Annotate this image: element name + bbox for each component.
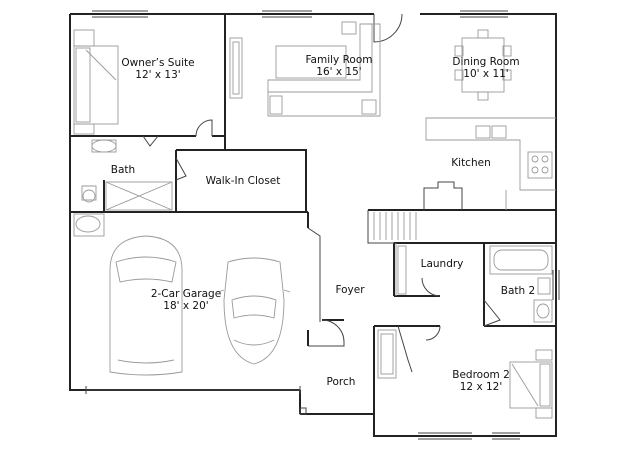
interior-walls bbox=[70, 14, 556, 415]
family-room-label: Family Room 16' x 15' bbox=[305, 54, 372, 78]
owners-suite-name: Owner’s Suite bbox=[121, 57, 195, 69]
garage-label: 2-Car Garage 18' x 20' bbox=[151, 288, 221, 312]
exterior-walls bbox=[69, 13, 557, 437]
dining-room-size: 10' x 11' bbox=[463, 68, 509, 80]
bedroom2-size: 12 x 12' bbox=[459, 381, 503, 393]
kitchen-name: Kitchen bbox=[451, 157, 491, 169]
owners-suite-label: Owner’s Suite 12' x 13' bbox=[121, 57, 194, 81]
porch-post bbox=[299, 407, 307, 415]
bath-name: Bath bbox=[110, 164, 136, 176]
garage-name: 2-Car Garage bbox=[150, 288, 222, 300]
bath2-fixtures bbox=[489, 245, 553, 323]
bath2-label: Bath 2 bbox=[501, 285, 535, 297]
doors bbox=[142, 13, 501, 373]
bath2-name: Bath 2 bbox=[500, 285, 536, 297]
bath-fixtures bbox=[73, 139, 173, 237]
laundry-label: Laundry bbox=[421, 258, 464, 270]
walk-in-closet-label: Walk-In Closet bbox=[206, 175, 281, 187]
kitchen-counters bbox=[423, 117, 556, 210]
stairs bbox=[367, 210, 417, 244]
owners-suite-bed bbox=[73, 29, 243, 135]
walk-in-closet-name: Walk-In Closet bbox=[205, 175, 281, 187]
porch-name: Porch bbox=[326, 376, 356, 388]
dining-table bbox=[454, 29, 512, 101]
porch-label: Porch bbox=[327, 376, 356, 388]
kitchen-label: Kitchen bbox=[451, 157, 490, 169]
dining-room-name: Dining Room bbox=[452, 56, 520, 68]
foyer-label: Foyer bbox=[335, 284, 364, 296]
windows bbox=[92, 10, 560, 440]
garage-cars bbox=[85, 235, 301, 394]
family-room-size: 16' x 15' bbox=[316, 66, 362, 78]
garage-size: 18' x 20' bbox=[163, 300, 209, 312]
owners-suite-size: 12' x 13' bbox=[135, 69, 181, 81]
bedroom2-label: Bedroom 2 12 x 12' bbox=[452, 369, 510, 393]
bedroom2-bed bbox=[377, 329, 553, 419]
family-room-name: Family Room bbox=[305, 54, 373, 66]
dining-room-label: Dining Room 10' x 11' bbox=[452, 56, 519, 80]
laundry-appliances bbox=[395, 243, 407, 296]
bath-label: Bath bbox=[111, 164, 135, 176]
bedroom2-name: Bedroom 2 bbox=[452, 369, 510, 381]
family-room-furniture bbox=[267, 21, 381, 117]
foyer-name: Foyer bbox=[335, 284, 365, 296]
laundry-name: Laundry bbox=[420, 258, 464, 270]
